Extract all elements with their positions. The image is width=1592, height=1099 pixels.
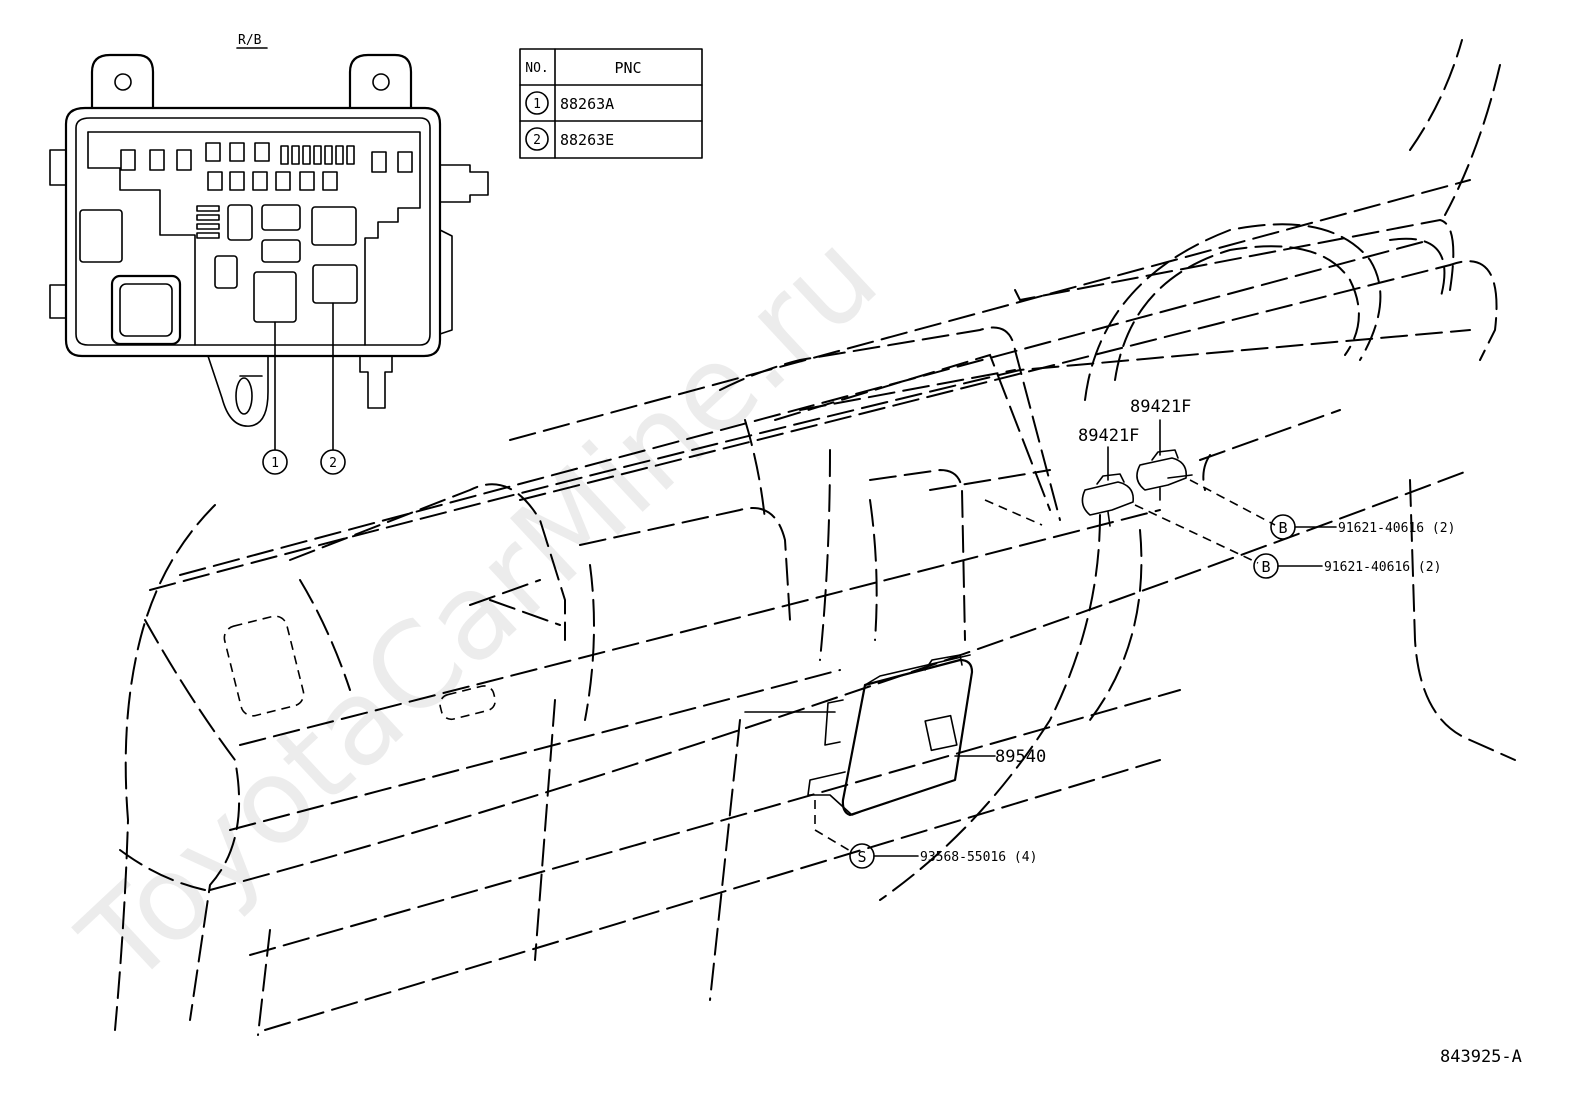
table-row-no: 1 [533, 97, 541, 112]
sensor-lower-label: 89421F [1078, 426, 1139, 446]
svg-text:2: 2 [329, 456, 337, 471]
table-row-no: 2 [533, 133, 541, 148]
pnc-table: NO. PNC 1 88263A 2 88263E [519, 48, 703, 159]
callout-1: 1 [262, 449, 288, 475]
fastener-part-number: 91621-40616 (2) [1324, 560, 1441, 575]
svg-text:1: 1 [271, 456, 279, 471]
callout-2: 2 [320, 449, 346, 475]
fastener-symbol: S [857, 848, 866, 866]
relay-box-label: R/B [238, 33, 262, 48]
sensor-upper-label: 89421F [1130, 397, 1191, 417]
fastener-symbol: B [1278, 519, 1287, 537]
fastener-b-upper: B 91621-40616 (2) [1189, 479, 1455, 540]
fastener-part-number: 93568-55016 (4) [920, 850, 1037, 865]
sensor-upper: 89421F [1130, 397, 1193, 501]
fastener-part-number: 91621-40616 (2) [1338, 521, 1455, 536]
fastener-symbol: B [1261, 558, 1270, 576]
relay-box: R/B [49, 33, 489, 451]
watermark-text: ToyotaCarMine.ru [54, 207, 903, 1012]
instrument-panel [114, 39, 1516, 1036]
fastener-s: S 93568-55016 (4) [814, 800, 1037, 869]
fastener-b-lower: B 91621-40616 (2) [1134, 504, 1441, 579]
table-header-no: NO. [525, 61, 548, 76]
drawing-id: 843925-A [1440, 1047, 1522, 1067]
ecu-module: 89540 [744, 654, 1046, 817]
table-header-pnc: PNC [614, 59, 641, 77]
sensor-lower: 89421F [1078, 426, 1139, 527]
table-row-pnc: 88263E [560, 131, 614, 149]
table-row-pnc: 88263A [560, 95, 614, 113]
ecu-label: 89540 [995, 747, 1046, 767]
